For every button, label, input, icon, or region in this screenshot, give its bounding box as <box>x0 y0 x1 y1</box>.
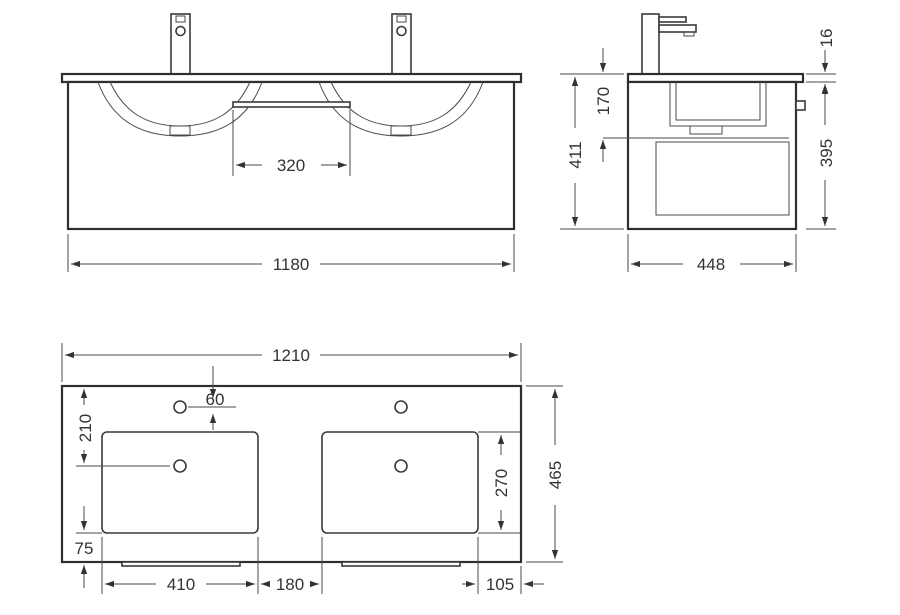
left-basin <box>101 431 259 534</box>
plan-left-handle <box>121 561 241 567</box>
dim-210: 210 <box>76 414 95 442</box>
plan-right-handle <box>341 561 461 567</box>
dim-411: 411 <box>566 141 585 168</box>
left-tap <box>170 13 191 77</box>
left-tap-hole <box>173 400 187 414</box>
dim-448: 448 <box>697 255 725 274</box>
left-basin-outline <box>97 81 263 137</box>
dim-320: 320 <box>277 156 305 175</box>
left-drain <box>173 459 187 473</box>
side-drawer <box>655 141 790 216</box>
dim-395: 395 <box>817 139 836 167</box>
right-basin <box>321 431 479 534</box>
side-view: 16 395 170 411 448 <box>560 13 836 274</box>
dim-180: 180 <box>276 575 304 594</box>
dim-105: 105 <box>486 575 514 594</box>
dim-465: 465 <box>546 461 565 489</box>
dim-75: 75 <box>75 539 94 558</box>
dim-60: 60 <box>206 390 225 409</box>
side-tap <box>641 13 697 77</box>
dim-410: 410 <box>167 575 195 594</box>
right-basin-outline <box>318 81 484 137</box>
side-worktop <box>626 72 805 84</box>
dim-16: 16 <box>817 29 836 48</box>
side-knob <box>795 100 806 111</box>
front-handle <box>232 101 351 108</box>
plan-view: 1210 60 210 75 270 <box>60 343 565 594</box>
plan-worktop <box>60 384 523 564</box>
front-view: 320 1180 <box>60 13 523 274</box>
dim-170: 170 <box>594 87 613 115</box>
dim-1180: 1180 <box>273 255 310 274</box>
side-cabinet <box>626 80 798 231</box>
dim-1210: 1210 <box>272 346 310 365</box>
right-tap-hole <box>394 400 408 414</box>
front-worktop <box>60 72 523 84</box>
right-drain <box>394 459 408 473</box>
dim-270: 270 <box>492 469 511 497</box>
right-tap <box>391 13 412 77</box>
